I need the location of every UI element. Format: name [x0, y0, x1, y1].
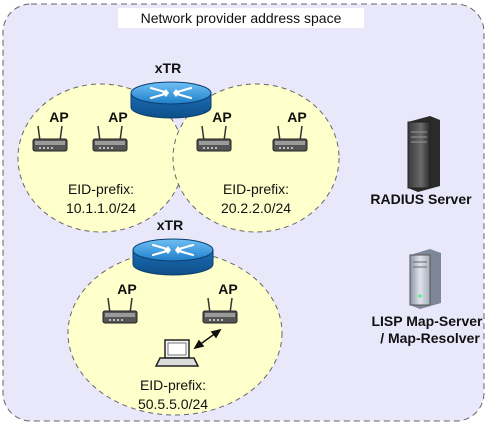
- wireless-link: [193, 328, 222, 350]
- site-1-prefix-label: EID-prefix:: [68, 181, 134, 197]
- router-2-label: xTR: [157, 217, 183, 233]
- ap-label: AP: [218, 281, 237, 297]
- server-tower-icon: [407, 116, 440, 192]
- site-3-prefix: 50.5.5.0/24: [138, 396, 208, 412]
- site-3-prefix-label: EID-prefix:: [140, 377, 206, 393]
- ap-label: AP: [117, 281, 136, 297]
- ap-label: AP: [287, 109, 306, 125]
- site-2-area: [172, 83, 340, 233]
- server-tower-icon: [409, 249, 441, 309]
- ap-label: AP: [108, 109, 127, 125]
- site-2-prefix: 20.2.2.0/24: [221, 200, 291, 216]
- provider-title: Network provider address space: [141, 10, 342, 26]
- router-icon: [131, 237, 215, 277]
- ap-label: AP: [49, 109, 68, 125]
- radius-server-label: RADIUS Server: [370, 191, 472, 207]
- map-server-label-line2: / Map-Resolver: [380, 330, 480, 346]
- ap-label: AP: [212, 109, 231, 125]
- site-1-prefix: 10.1.1.0/24: [66, 200, 136, 216]
- laptop-icon: [154, 339, 200, 367]
- site-2-prefix-label: EID-prefix:: [223, 181, 289, 197]
- router-icon: [129, 80, 213, 120]
- site-3-area: [67, 250, 283, 416]
- map-server-label-line1: LISP Map-Server: [371, 313, 483, 329]
- router-1-label: xTR: [155, 60, 181, 76]
